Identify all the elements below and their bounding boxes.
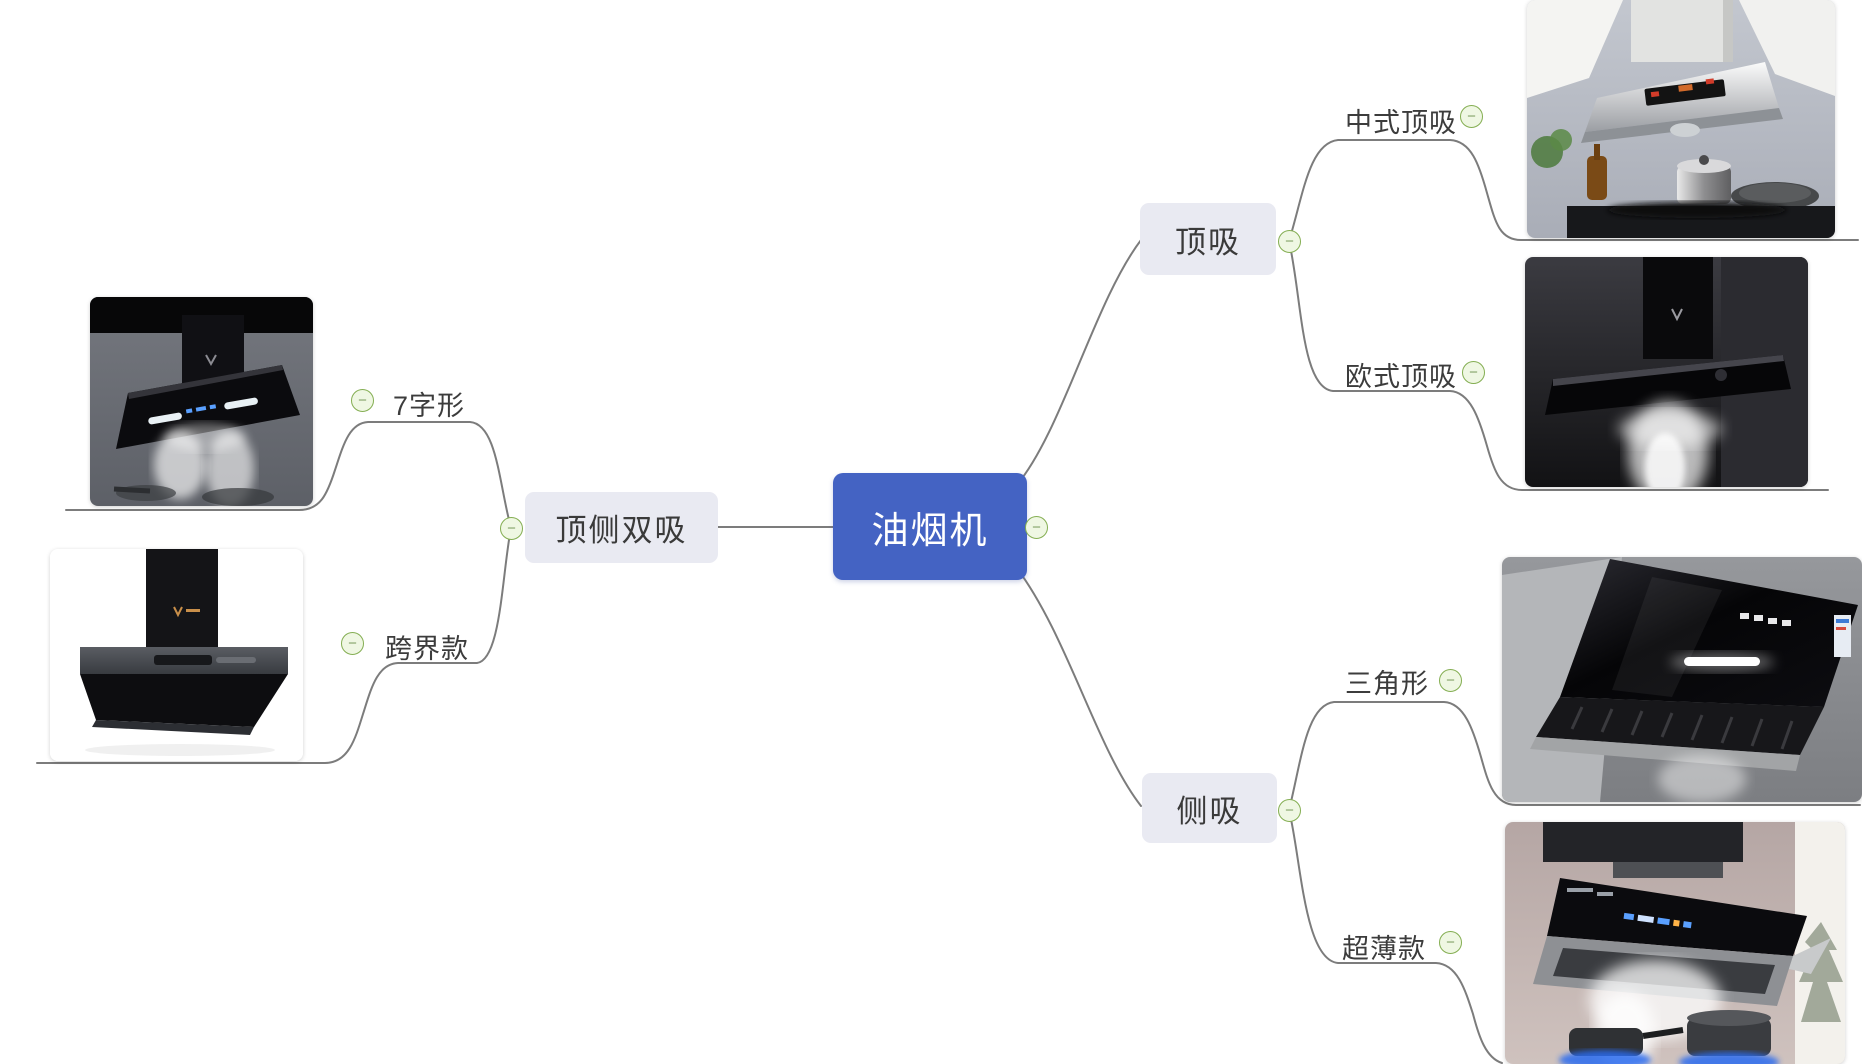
root-node-range-hood[interactable]: 油烟机 [833,473,1027,580]
product-image-seven-shape[interactable] [90,297,313,506]
branch-node-dual-suction[interactable]: 顶侧双吸 [525,492,718,563]
branch-node-side-suction[interactable]: 侧吸 [1142,773,1277,843]
collapse-button-dual-suction[interactable]: − [500,517,523,540]
leaf-label-crossover[interactable]: 跨界款 [385,634,469,664]
branch-node-top-suction[interactable]: 顶吸 [1140,203,1276,275]
leaf-label-ultra-thin[interactable]: 超薄款 [1342,934,1426,964]
collapse-button-seven-shape[interactable]: − [351,389,374,412]
product-image-crossover[interactable] [50,549,303,761]
edge-root-to-side-suction [1015,566,1142,807]
leaf-label-seven-shape[interactable]: 7字形 [393,391,466,421]
product-image-chinese-top-suction[interactable] [1527,0,1835,238]
collapse-button-ultra-thin[interactable]: − [1439,931,1462,954]
product-image-triangle-side-suction[interactable] [1502,557,1862,802]
leaf-label-european-top-suction[interactable]: 欧式顶吸 [1345,362,1457,392]
product-image-ultra-thin-side-suction[interactable] [1505,822,1845,1064]
leaf-label-chinese-top-suction[interactable]: 中式顶吸 [1345,108,1457,138]
collapse-button-chinese-top[interactable]: − [1460,105,1483,128]
product-image-european-top-suction[interactable] [1525,257,1808,487]
leaf-label-triangle[interactable]: 三角形 [1345,669,1429,699]
collapse-button-root[interactable]: − [1025,516,1048,539]
collapse-button-crossover[interactable]: − [341,632,364,655]
collapse-button-triangle[interactable]: − [1439,669,1462,692]
edge-root-to-top-suction [1015,239,1142,487]
collapse-button-european-top[interactable]: − [1462,361,1485,384]
collapse-button-top-suction[interactable]: − [1278,230,1301,253]
collapse-button-side-suction[interactable]: − [1278,799,1301,822]
